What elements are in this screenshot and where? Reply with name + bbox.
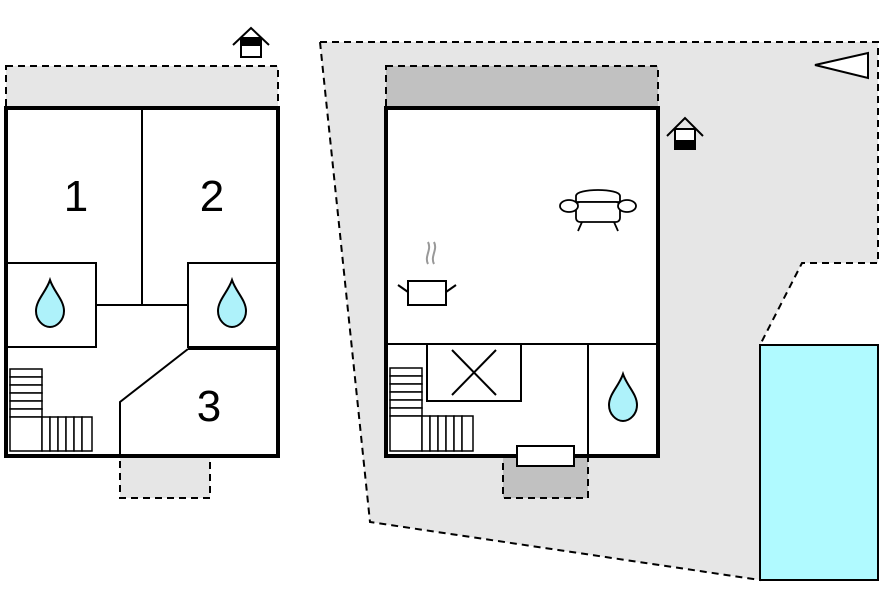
bathroom-right — [187, 262, 279, 348]
room-label-3: 3 — [197, 382, 221, 431]
water-drop-icon — [216, 276, 248, 329]
covered-terrace-top — [385, 65, 659, 109]
ground-floor-plan — [318, 41, 879, 582]
water-drop-icon — [607, 370, 639, 423]
room-label-1: 1 — [64, 172, 88, 221]
cooking-pot-icon — [397, 241, 457, 306]
sofa-icon — [559, 189, 637, 232]
swimming-pool — [759, 344, 879, 581]
wall-room-3-angled — [119, 348, 189, 456]
front-door — [516, 445, 575, 467]
room-label-2: 2 — [200, 172, 224, 221]
water-drop-icon — [34, 276, 66, 329]
north-arrow-icon — [814, 51, 869, 80]
stairs-icon — [9, 368, 93, 452]
shaft-box — [426, 343, 522, 402]
house-entrance-icon — [666, 116, 704, 150]
upper-balcony — [119, 455, 211, 499]
stairs-icon — [389, 367, 474, 452]
upper-floor-plan: 1 2 3 — [4, 26, 280, 499]
upper-terrace — [5, 65, 279, 109]
house-entrance-icon — [232, 26, 270, 58]
